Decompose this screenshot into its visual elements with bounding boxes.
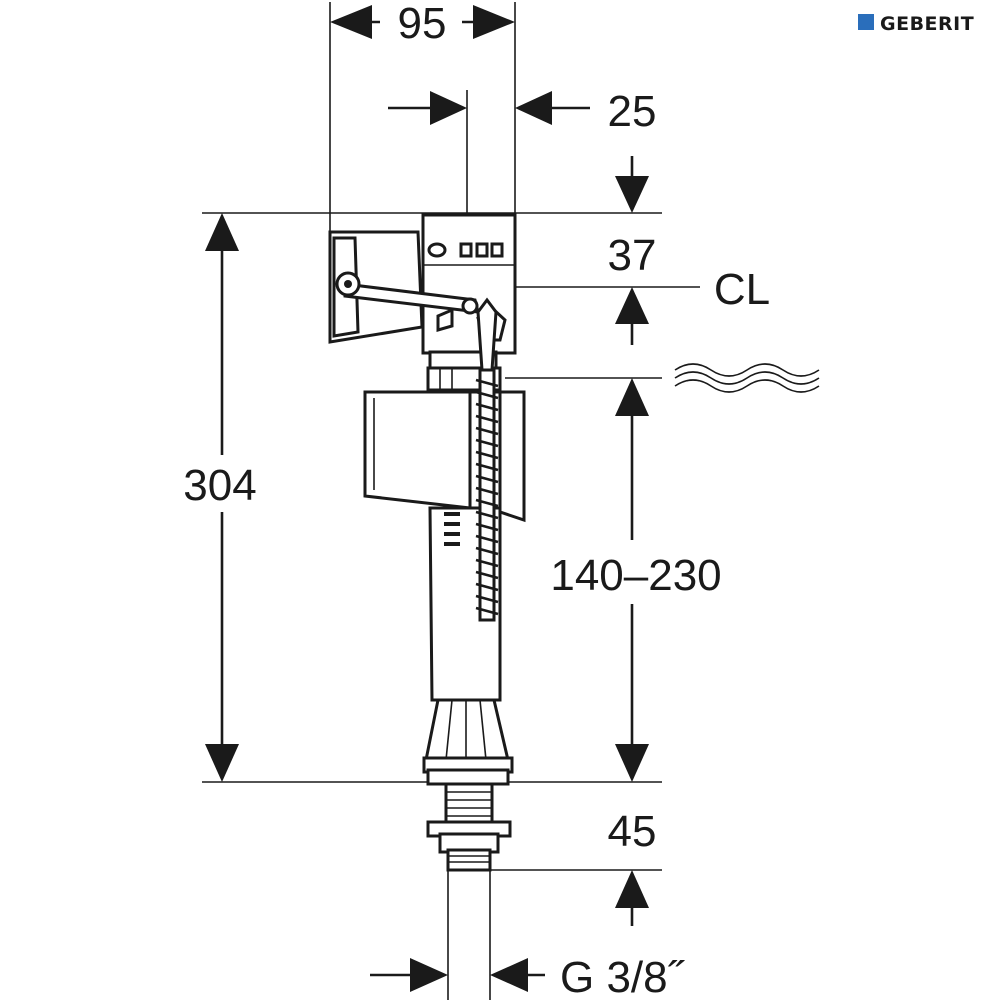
dimension-water-level: 140–230: [550, 378, 722, 782]
dim-connector-label: 45: [608, 807, 657, 856]
arrowhead-up-icon: [615, 870, 649, 908]
dimension-height: 304: [183, 213, 257, 782]
arrowhead-left-icon: [330, 5, 372, 39]
arrowhead-left-icon: [515, 91, 552, 125]
dim-height-label: 304: [183, 461, 256, 510]
vent-slot-icon: [475, 242, 489, 258]
vent-slot-icon: [459, 242, 473, 258]
arrowhead-down-icon: [205, 744, 239, 782]
dim-offset-label: 25: [608, 87, 657, 136]
arrowhead-up-icon: [615, 378, 649, 416]
water-wave-icon: [674, 363, 820, 393]
arrowhead-up-icon: [205, 213, 239, 251]
dim-width-label: 95: [398, 0, 447, 48]
arrowhead-up-icon: [615, 287, 649, 324]
float: [363, 390, 526, 523]
dimension-connector: 45: [608, 807, 657, 926]
vent-slot-icon: [427, 242, 447, 258]
fill-valve: [328, 213, 526, 872]
dimension-top: 37 CL: [608, 156, 770, 345]
valve-base: [422, 698, 514, 786]
valve-neck: [426, 350, 502, 392]
dimension-width: 95: [330, 0, 515, 48]
geberit-logo: GEBERIT: [858, 13, 974, 35]
lever-arm: [335, 271, 480, 315]
arrowhead-left-icon: [490, 958, 528, 992]
arrowhead-right-icon: [473, 5, 515, 39]
dimension-thread: G 3/8˝: [370, 953, 686, 1000]
brand-square-icon: [858, 14, 874, 30]
dim-water-level-label: 140–230: [550, 551, 721, 600]
thread-connector: [426, 782, 512, 872]
arrowhead-down-icon: [615, 744, 649, 782]
arrowhead-right-icon: [410, 958, 448, 992]
arrowhead-down-icon: [615, 176, 649, 213]
brand-name: GEBERIT: [880, 13, 974, 35]
vent-slot-icon: [490, 242, 504, 258]
dim-thread-label: G 3/8˝: [560, 953, 686, 1000]
dimension-offset: 25: [388, 87, 656, 136]
dim-top-label: 37: [608, 231, 657, 280]
centerline-label: CL: [714, 265, 770, 314]
arrowhead-right-icon: [430, 91, 467, 125]
valve-head: [328, 213, 517, 355]
adjustment-rod: [475, 297, 499, 622]
